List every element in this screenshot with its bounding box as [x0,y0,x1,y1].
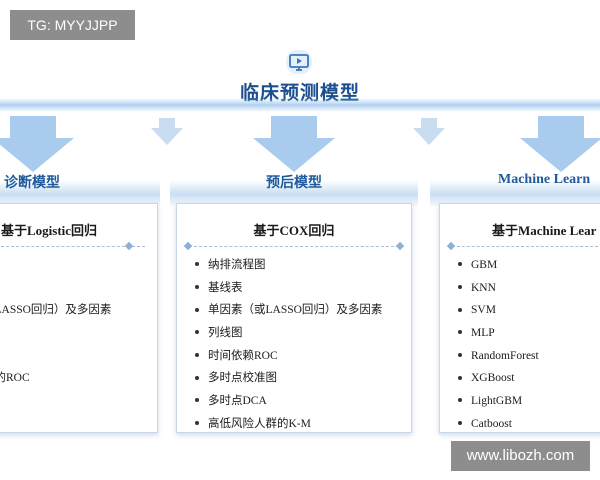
list-item [0,322,111,345]
list-item-label: 时间依赖ROC [208,349,278,362]
divider-diamond-icon [446,241,456,251]
site-watermark: www.libozh.com [451,441,590,471]
list-item-label: 多时点DCA [208,395,267,408]
card-divider [452,246,598,248]
list-item: MLP [458,322,539,345]
arrow-down-diagnostic [0,116,74,172]
list-item: LightGBM [458,390,539,413]
arrow-down-prognostic [253,116,335,172]
category-band-left [0,180,160,206]
card-divider [1,246,145,248]
category-title-prognostic: 预后模型 [266,175,322,191]
list-item-label: XGBoost [471,372,515,385]
list-item-label: 列线图 [208,327,243,340]
list-item: 图 [0,254,111,277]
list-item-label: 单因素（或LASSO回归）及多因素 [208,304,383,317]
category-title-diagnostic: 诊断模型 [4,175,60,191]
bullet-icon [195,375,199,380]
list-item-label: 纳排流程图 [208,259,266,271]
list-item: KNN [458,277,539,300]
bullet-icon [458,307,462,312]
list-item: 纳排流程图 [195,254,382,277]
list-item: 多时点DCA [195,390,382,413]
list-item: 高低风险人群的K-M [195,413,382,436]
bullet-icon [195,262,199,267]
title-divider [0,104,600,106]
arrow-down-small-left [151,118,183,145]
list-item: RandomForest [458,345,539,368]
list-item-label: SVM [471,304,496,317]
list-item-label: Catboost [471,417,512,430]
card-heading: 基于Logistic回归 [1,223,98,238]
list-item-label: KNN [471,281,496,294]
list-item: 较的ROC [0,372,30,385]
bullet-icon [195,421,199,426]
bullet-icon [195,330,199,335]
category-band-middle [170,180,418,206]
list-item-label: 多时点校准图 [208,372,277,385]
list-item [0,345,111,368]
channel-badge: TG: MYYJJPP [10,10,135,40]
list-item: 或LASSO回归）及多因素 [0,304,112,317]
list-item [0,277,111,300]
list-item-label: 高低风险人群的K-M [208,417,311,430]
category-band-right [430,180,600,206]
list-item-label: 基线表 [208,281,243,294]
list-item: XGBoost [458,367,539,390]
list-item-label: GBM [471,259,498,271]
card-divider [189,246,399,248]
list-item: 单因素（或LASSO回归）及多因素 [195,299,382,322]
bullet-icon [195,285,199,290]
list-item: 多时点校准图 [195,367,382,390]
bullet-icon [195,353,199,358]
bullet-icon [458,330,462,335]
divider-diamond-icon [183,241,193,251]
list-item: 基线表 [195,277,382,300]
bullet-icon [458,285,462,290]
list-item: Catboost [458,413,539,436]
bullet-icon [195,398,199,403]
list-item-label: LightGBM [471,395,523,408]
list-item-label: RandomForest [471,349,539,362]
method-card-machine-learning: 基于Machine Lear GBM KNN SVM MLP RandomFor… [439,203,600,433]
divider-diamond-icon [395,241,405,251]
bullet-icon [195,307,199,312]
method-card-logistic: 基于Logistic回归 图 或LASSO回归）及多因素 较的ROC [0,203,158,433]
list-item: GBM [458,254,539,277]
bullet-icon [458,375,462,380]
card-heading: 基于Machine Lear [492,223,597,238]
bullet-icon [458,353,462,358]
bullet-icon [458,262,462,267]
list-item: 列线图 [195,322,382,345]
bullet-icon [458,421,462,426]
monitor-play-icon [286,50,312,74]
method-card-cox: 基于COX回归 纳排流程图 基线表 单因素（或LASSO回归）及多因素 列线图 … [176,203,412,433]
list-item: SVM [458,299,539,322]
category-title-machine-learning: Machine Learn [498,172,591,187]
arrow-down-machine-learning [520,116,600,172]
list-item-label: MLP [471,327,495,340]
card-heading: 基于COX回归 [253,223,335,238]
divider-diamond-icon [124,241,134,251]
bullet-icon [458,398,462,403]
arrow-down-small-right [413,118,445,145]
list-item: 时间依赖ROC [195,345,382,368]
